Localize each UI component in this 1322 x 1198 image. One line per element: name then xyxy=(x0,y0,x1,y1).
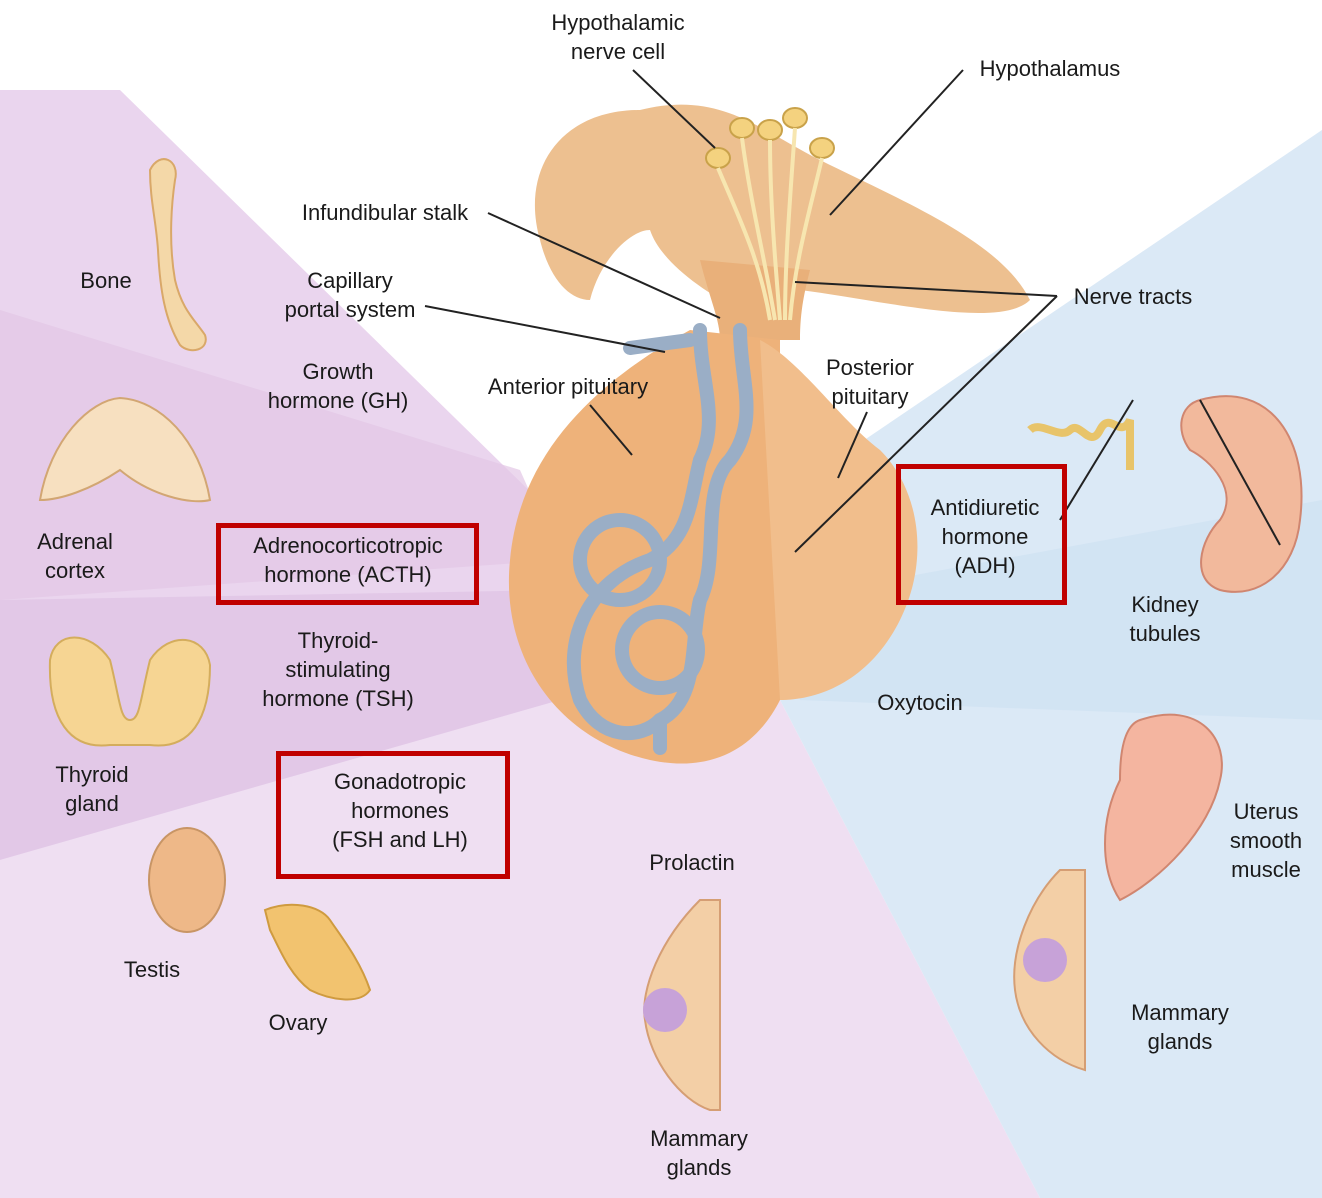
label-testis: Testis xyxy=(110,955,194,984)
testis-shape xyxy=(149,828,225,932)
highlight-box-adh xyxy=(896,464,1067,605)
label-nerve-tracts: Nerve tracts xyxy=(1060,282,1206,311)
label-ovary: Ovary xyxy=(254,1008,342,1037)
label-prolactin: Prolactin xyxy=(632,848,752,877)
mammary-gland-bottom-lobules xyxy=(643,988,687,1032)
highlight-box-acth xyxy=(216,523,479,605)
mammary-gland-right-lobules xyxy=(1023,938,1067,982)
label-infundibular-stalk: Infundibular stalk xyxy=(286,198,484,227)
highlight-box-gonadotropic xyxy=(276,751,510,879)
label-hypothalamus: Hypothalamus xyxy=(968,54,1132,83)
label-bone: Bone xyxy=(66,266,146,295)
label-oxytocin: Oxytocin xyxy=(862,688,978,717)
label-anterior-pituitary: Anterior pituitary xyxy=(470,372,666,401)
